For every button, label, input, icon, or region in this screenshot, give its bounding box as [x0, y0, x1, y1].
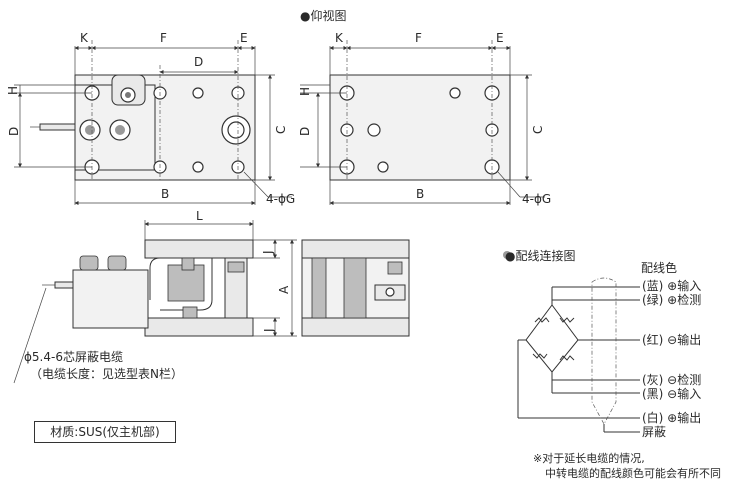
- bottom-view-right: [329, 40, 511, 181]
- dims-side-left: [13, 220, 297, 384]
- dim-b-right: B: [416, 187, 424, 201]
- dim-j-top: J: [261, 250, 275, 255]
- dim-holes-left: 4-ϕG: [266, 192, 295, 206]
- wire-red: (红) ⊖输出: [642, 332, 701, 347]
- dim-holes-right: 4-ϕG: [522, 192, 551, 206]
- wire-green: (绿) ⊕检测: [642, 292, 701, 307]
- wire-blue: (蓝) ⊕输入: [642, 278, 701, 293]
- wire-gray: (灰) ⊖检测: [642, 372, 701, 387]
- material-label: 材质:SUS(仅主机部): [34, 421, 176, 443]
- dim-k-right: K: [335, 31, 344, 45]
- dim-a: A: [277, 285, 291, 294]
- dim-e-left: E: [240, 31, 248, 45]
- dim-c-right: C: [531, 126, 545, 134]
- wheatstone-bridge: [517, 277, 640, 433]
- dim-e-right: E: [496, 31, 504, 45]
- dim-c-left: C: [274, 126, 288, 134]
- bottom-view-left: [30, 40, 256, 181]
- dim-f-left: F: [160, 31, 167, 45]
- dim-d-right: D: [298, 127, 312, 136]
- dims-right: [300, 45, 545, 206]
- note-line-1: ※对于延长电缆的情况,: [533, 451, 645, 465]
- dim-j-bottom: J: [262, 328, 276, 333]
- dim-k-left: K: [80, 31, 89, 45]
- wiring-title: ●配线连接图: [505, 248, 575, 263]
- dim-l: L: [196, 209, 203, 223]
- side-view-left: [42, 239, 254, 337]
- dim-d-side-left: D: [7, 127, 21, 136]
- wire-white: (白) ⊕输出: [642, 410, 701, 425]
- cable-spec: ϕ5.4-6芯屏蔽电缆: [24, 350, 123, 364]
- dim-h-right: H: [298, 87, 312, 96]
- front-view: [301, 239, 410, 337]
- wire-shield: 屏蔽: [642, 425, 666, 439]
- note-line-2: 中转电缆的配线颜色可能会有所不同: [545, 466, 721, 480]
- dims-left: [14, 45, 292, 206]
- wiring-color-header: 配线色: [641, 261, 677, 275]
- dim-d-top-left: D: [194, 55, 203, 69]
- wiring-bullet: [503, 251, 511, 259]
- dim-b-left: B: [161, 187, 169, 201]
- bottom-view-title: ●仰视图: [300, 8, 346, 23]
- dim-h-left: H: [6, 86, 20, 95]
- wire-black: (黑) ⊖输入: [642, 386, 701, 401]
- dim-f-right: F: [415, 31, 422, 45]
- cable-length-note: （电缆长度：见选型表N栏）: [30, 366, 183, 381]
